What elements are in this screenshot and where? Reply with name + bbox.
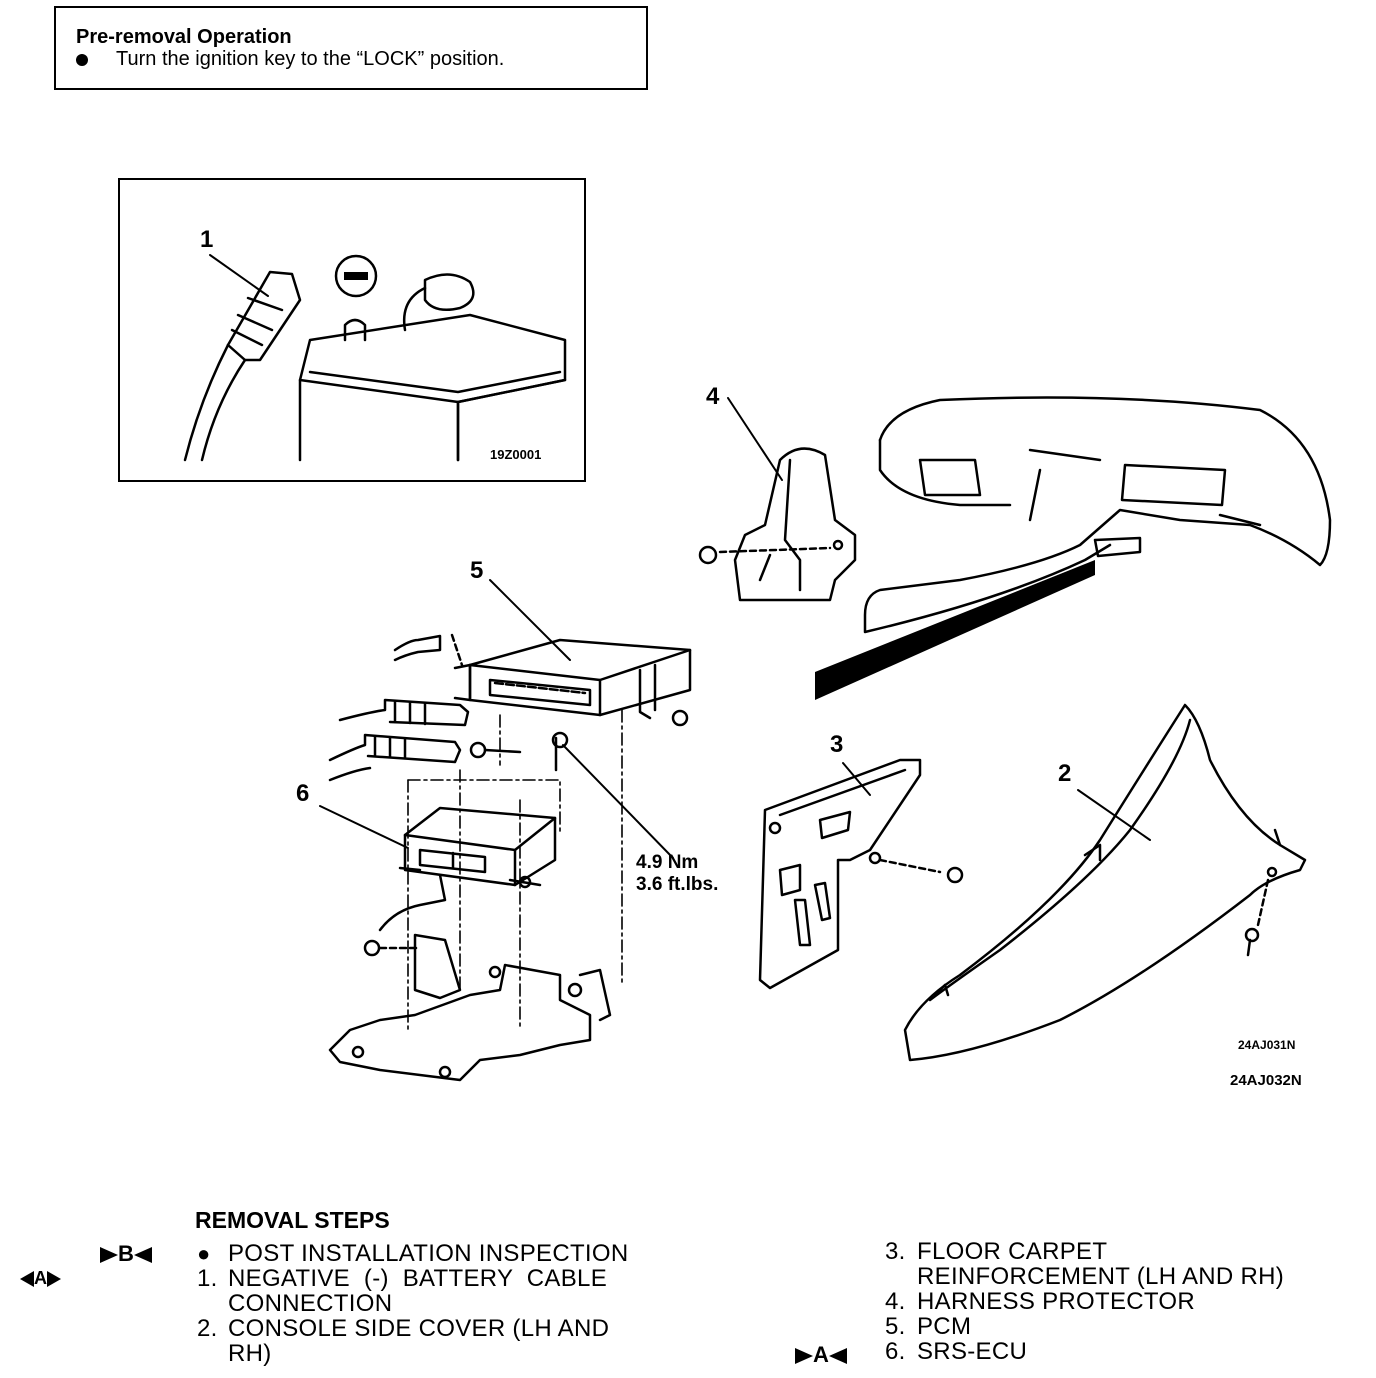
torque-spec: 4.9 Nm 3.6 ft.lbs. (636, 852, 718, 896)
inset-figure-code: 19Z0001 (490, 447, 542, 462)
torque-ftlbs: 3.6 ft.lbs. (636, 874, 719, 895)
pre-removal-box: Pre-removal Operation Turn the ignition … (54, 6, 648, 90)
mounting-bracket-illustration (328, 933, 612, 1082)
torque-nm: 4.9 Nm (636, 852, 699, 873)
bolt-illustration (363, 731, 674, 957)
carpet-reinforcement-illustration (758, 758, 964, 990)
pcm-illustration (393, 579, 692, 727)
console-side-cover-illustration (903, 703, 1307, 1062)
left-triangle-icon (20, 1271, 34, 1288)
step-text-continued: RH) (228, 1340, 272, 1367)
removal-steps-right: 3. FLOOR CARPET REINFORCEMENT (LH AND RH… (885, 1239, 1345, 1364)
step-item: 6. SRS-ECU (885, 1339, 1345, 1364)
step-text: HARNESS PROTECTOR (917, 1288, 1196, 1315)
left-triangle-icon (133, 1247, 152, 1264)
console-illustration (863, 396, 1332, 634)
step-number: 2. (197, 1315, 218, 1342)
right-triangle-icon (100, 1247, 118, 1264)
alignment-lines (407, 709, 623, 1031)
step-text: PCM (917, 1313, 972, 1340)
step-text: NEGATIVE (-) BATTERY CABLE (228, 1265, 608, 1292)
service-mark-b: B (100, 1241, 152, 1267)
step-number: 4. (885, 1288, 906, 1315)
removal-steps-heading: REMOVAL STEPS (195, 1207, 390, 1233)
pre-removal-item: Turn the ignition key to the “LOCK” posi… (76, 48, 504, 71)
srs-ecu-illustration (319, 805, 557, 932)
battery-inset-figure (118, 178, 586, 482)
step-text-continued: CONNECTION (228, 1290, 393, 1317)
harness-protector-illustration (698, 397, 857, 602)
pre-removal-title: Pre-removal Operation (76, 26, 292, 48)
step-number: 5. (885, 1313, 906, 1340)
figure-code-2: 24AJ032N (1230, 1072, 1302, 1089)
battery-illustration (298, 273, 567, 462)
step-text: CONSOLE SIDE COVER (LH AND (228, 1315, 610, 1342)
callout-3: 3 (830, 731, 844, 758)
figure-code-1: 24AJ031N (1238, 1038, 1296, 1052)
battery-cable-illustration (183, 254, 302, 462)
step-text: FLOOR CARPET (917, 1238, 1108, 1265)
pre-removal-item-text: Turn the ignition key to the “LOCK” posi… (116, 48, 505, 70)
step-item: 2. CONSOLE SIDE COVER (LH AND RH) (195, 1316, 655, 1366)
step-item: ● POST INSTALLATION INSPECTION (195, 1241, 655, 1266)
service-mark-a-right: A (795, 1342, 847, 1368)
step-item: 1. NEGATIVE (-) BATTERY CABLE CONNECTION (195, 1266, 655, 1316)
step-text: SRS-ECU (917, 1338, 1028, 1365)
step-item: 4. HARNESS PROTECTOR (885, 1289, 1345, 1314)
callout-2: 2 (1058, 760, 1072, 787)
step-item: 5. PCM (885, 1314, 1345, 1339)
left-triangle-icon (828, 1348, 847, 1365)
right-triangle-icon (795, 1348, 813, 1365)
step-number: 1. (197, 1265, 218, 1292)
connector-illustration (328, 698, 470, 782)
service-mark-a-left: A (20, 1268, 61, 1289)
carpet-edge-fill (815, 560, 1095, 700)
removal-steps-left: ● POST INSTALLATION INSPECTION 1. NEGATI… (195, 1241, 655, 1366)
callout-1: 1 (200, 226, 214, 253)
step-bullet: ● (197, 1241, 211, 1266)
step-text: POST INSTALLATION INSPECTION (228, 1240, 629, 1267)
step-number: 6. (885, 1338, 906, 1365)
bullet-icon (76, 53, 88, 66)
negative-sign-icon (334, 254, 378, 298)
step-text-continued: REINFORCEMENT (LH AND RH) (917, 1263, 1285, 1290)
callout-6: 6 (296, 780, 310, 807)
step-number: 3. (885, 1238, 906, 1265)
callout-5: 5 (470, 557, 484, 584)
callout-4: 4 (706, 383, 720, 410)
step-item: 3. FLOOR CARPET REINFORCEMENT (LH AND RH… (885, 1239, 1345, 1289)
right-triangle-icon (47, 1271, 61, 1288)
